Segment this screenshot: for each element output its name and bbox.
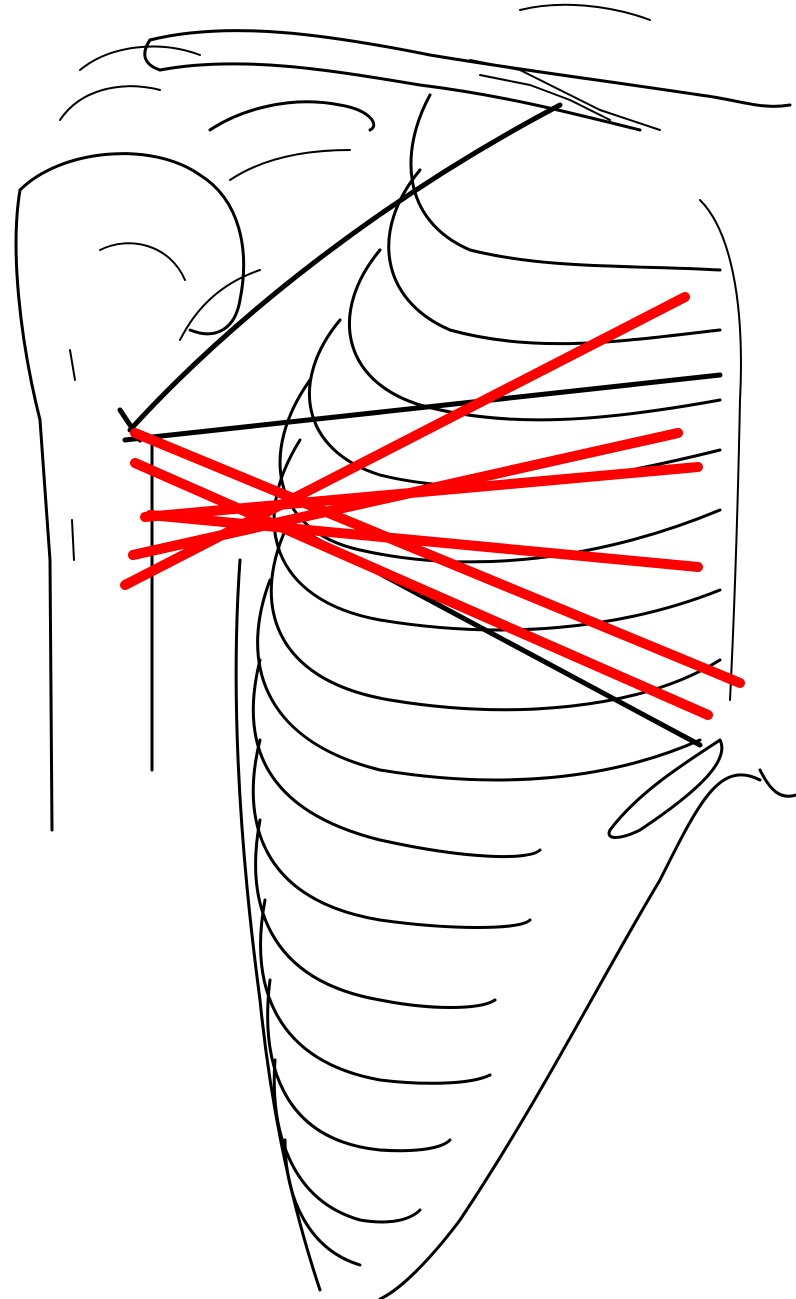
anatomy-diagram — [0, 0, 796, 1299]
background — [0, 0, 796, 1299]
